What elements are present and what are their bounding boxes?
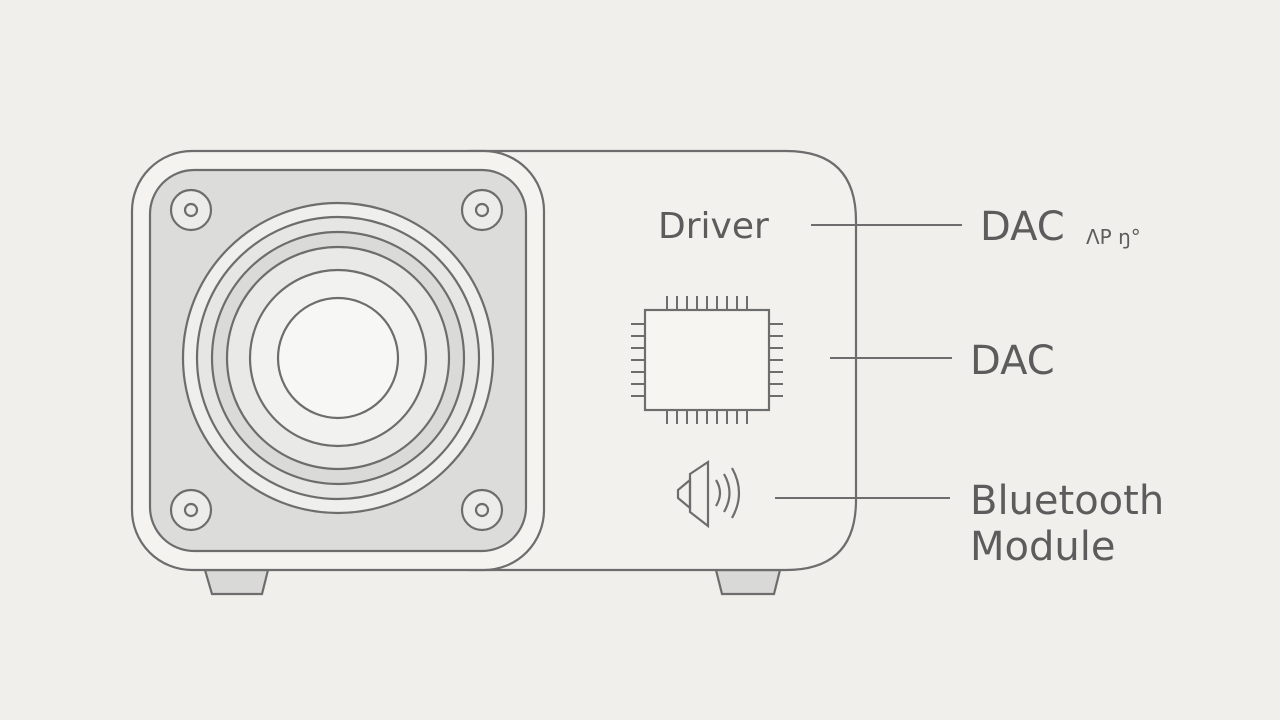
label-dac-top: DAC <box>980 204 1065 250</box>
screw-icon <box>460 188 504 232</box>
speaker-driver <box>181 201 495 515</box>
label-dac-top-suffix: ΛΡ ŋ° <box>1086 225 1141 249</box>
right-foot <box>714 568 782 596</box>
label-dac-middle: DAC <box>970 338 1055 384</box>
speaker-sound-icon <box>676 459 741 529</box>
chip-icon <box>631 296 783 424</box>
screw-icon <box>169 488 213 532</box>
label-driver: Driver <box>658 206 769 247</box>
label-bluetooth-line2: Module <box>970 524 1115 570</box>
label-bluetooth-line1: Bluetooth <box>970 478 1164 524</box>
screw-icon <box>169 188 213 232</box>
screw-icon <box>460 488 504 532</box>
left-foot <box>203 568 270 596</box>
